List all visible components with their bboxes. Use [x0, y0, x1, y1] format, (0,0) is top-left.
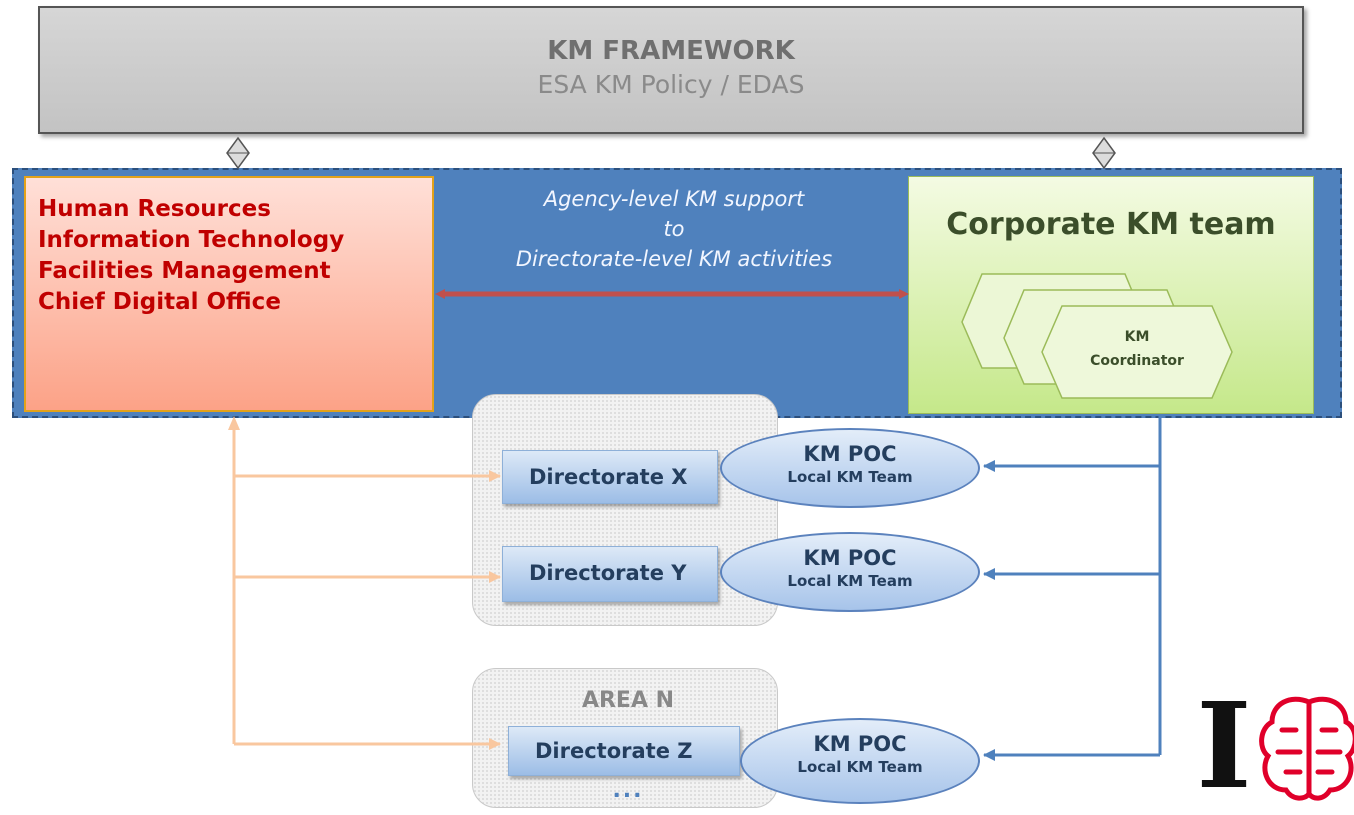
- area-n-label: AREA N: [581, 688, 675, 713]
- area-n-more: ...: [612, 778, 644, 803]
- directorate-x-box: Directorate X: [502, 450, 718, 504]
- support-link-line2: to: [663, 217, 685, 241]
- framework-title: KM FRAMEWORK: [547, 36, 795, 66]
- km-coordinator-stack: KM Coordinator: [961, 273, 1233, 399]
- km-poc-z-title: KM POC: [813, 732, 907, 756]
- support-arrows: [228, 416, 501, 750]
- directorate-z-box: Directorate Z: [508, 726, 740, 776]
- km-poc-y-title: KM POC: [803, 546, 897, 570]
- framework-connector-right: [1092, 136, 1116, 170]
- logo-letter: I: [1196, 676, 1252, 815]
- coordinator-label-1: KM: [1125, 329, 1150, 345]
- km-poc-z-sub: Local KM Team: [797, 758, 923, 776]
- support-function-it: Information Technology: [38, 227, 345, 253]
- km-poc-x: KM POC Local KM Team: [720, 428, 980, 508]
- support-link-label: Agency-level KM support to Directorate-l…: [440, 184, 908, 274]
- support-function-fm: Facilities Management: [38, 258, 331, 284]
- directorate-y-box: Directorate Y: [502, 546, 718, 602]
- directorate-z-label: Directorate Z: [535, 739, 693, 763]
- support-function-cdo: Chief Digital Office: [38, 289, 281, 315]
- coordinator-label-2: Coordinator: [1090, 353, 1184, 369]
- directorate-y-label: Directorate Y: [529, 561, 687, 585]
- brain-icon: [1259, 696, 1354, 801]
- km-poc-z: KM POC Local KM Team: [740, 718, 980, 804]
- km-framework-banner: KM FRAMEWORK ESA KM Policy / EDAS: [38, 6, 1304, 134]
- support-functions-box: Human Resources Information Technology F…: [24, 176, 434, 412]
- framework-subtitle: ESA KM Policy / EDAS: [537, 70, 805, 99]
- support-link-line3: Directorate-level KM activities: [515, 247, 833, 271]
- km-poc-y-sub: Local KM Team: [787, 572, 913, 590]
- framework-connector-left: [226, 136, 250, 170]
- corporate-km-team-title: Corporate KM team: [946, 207, 1276, 242]
- support-link-line1: Agency-level KM support: [543, 187, 805, 211]
- km-poc-y: KM POC Local KM Team: [720, 532, 980, 612]
- support-function-hr: Human Resources: [38, 196, 271, 222]
- km-poc-x-sub: Local KM Team: [787, 468, 913, 486]
- poc-arrows: [983, 416, 1162, 761]
- directorate-x-label: Directorate X: [529, 465, 688, 489]
- km-poc-x-title: KM POC: [803, 442, 897, 466]
